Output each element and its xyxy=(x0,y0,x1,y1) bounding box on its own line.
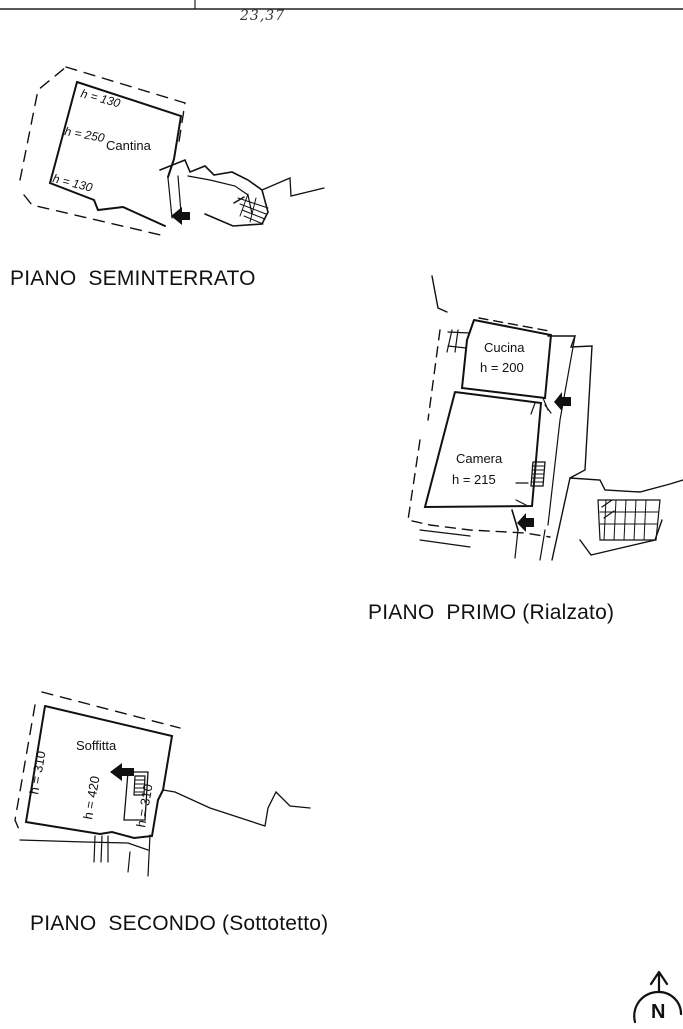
soffitta-height-right: h = 310 xyxy=(133,783,155,829)
plan-seminterrato xyxy=(19,66,325,237)
page-reference: 23,37 xyxy=(240,8,286,24)
north-arrow-icon: N xyxy=(631,970,683,1024)
title-piano-primo: PIANO PRIMO (Rialzato) xyxy=(368,601,615,624)
room-label-cucina: Cucina xyxy=(484,340,525,355)
cucina-height: h = 200 xyxy=(480,360,524,375)
cantina-height-mid: h = 250 xyxy=(63,124,106,145)
plan-primo xyxy=(407,275,683,561)
room-label-cantina: Cantina xyxy=(106,138,152,153)
soffitta-height-center: h = 420 xyxy=(80,775,102,821)
plan-secondo xyxy=(14,691,311,877)
camera-height: h = 215 xyxy=(452,472,496,487)
title-piano-seminterrato: PIANO SEMINTERRATO xyxy=(10,267,256,290)
title-piano-secondo: PIANO SECONDO (Sottotetto) xyxy=(30,912,329,935)
top-border xyxy=(0,0,683,10)
room-label-soffitta: Soffitta xyxy=(76,738,117,753)
compass-letter: N xyxy=(651,1001,665,1023)
room-label-camera: Camera xyxy=(456,451,503,466)
soffitta-height-left: h = 310 xyxy=(26,750,48,796)
